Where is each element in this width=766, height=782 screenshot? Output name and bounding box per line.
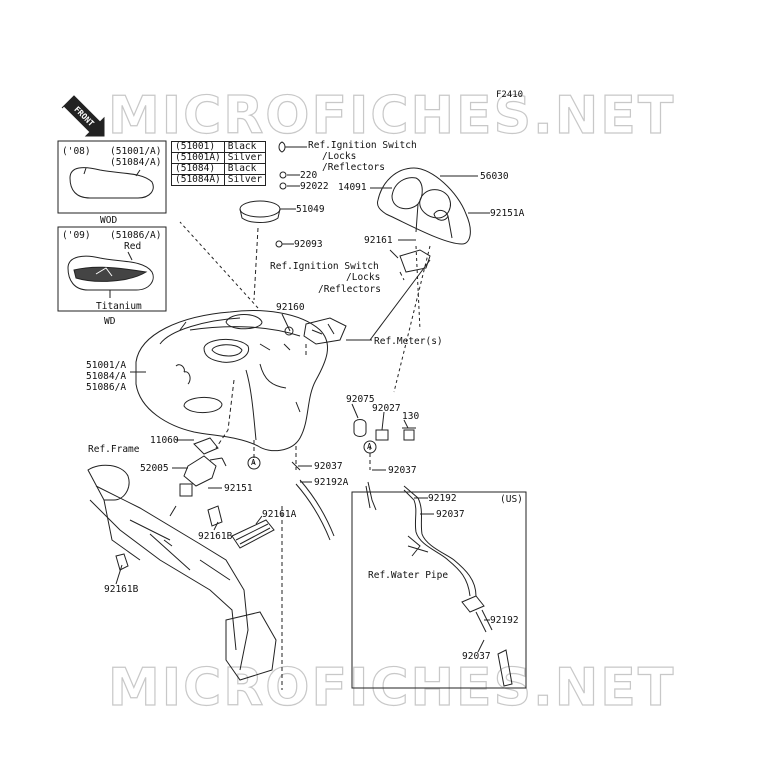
ref-ignition-2-line3: /Reflectors [318, 284, 381, 295]
circle-a-label-2: A [367, 442, 372, 451]
part-11060: 11060 [150, 435, 179, 446]
part-14091: 14091 [338, 182, 367, 193]
part-52005: 52005 [140, 463, 169, 474]
variant-09-color-bottom: Titanium [96, 301, 142, 312]
part-92037-a: 92037 [314, 461, 343, 472]
part-92192A: 92192A [314, 477, 349, 488]
table-row: (51084A)Silver [171, 174, 267, 186]
tank-code-2: 51084/A [86, 371, 127, 382]
part-92037-b: 92037 [388, 465, 417, 476]
diagram-code: F2410 [496, 90, 524, 100]
table-row: (51001A)Silver [171, 152, 267, 164]
variant-08-year: ('08) [62, 146, 91, 157]
variant-09-color-top: Red [124, 241, 142, 252]
part-92161: 92161 [364, 235, 393, 246]
table-row: (51001)Black [171, 141, 267, 153]
part-92160: 92160 [276, 302, 305, 313]
variant-09-box [57, 226, 167, 312]
ref-ignition-1-line3: /Reflectors [322, 162, 385, 173]
ref-water-pipe-label: Ref.Water Pipe [368, 570, 449, 581]
us-box [351, 491, 527, 689]
watermark-top: MICROFICHES.NET [107, 85, 676, 146]
variant-08-code-2: (51084/A) [110, 157, 162, 168]
part-92161B-b: 92161B [104, 584, 139, 595]
frame [87, 464, 277, 681]
variant-08-caption: WOD [100, 215, 118, 226]
us-label: (US) [500, 494, 523, 505]
variant-08-box [57, 140, 167, 214]
ref-frame-label: Ref.Frame [88, 444, 140, 455]
part-92093: 92093 [294, 239, 323, 250]
tank-code-3: 51086/A [86, 382, 127, 393]
front-arrow-icon [61, 95, 105, 137]
variant-09-code: (51086/A) [110, 230, 162, 241]
part-92161B-a: 92161B [198, 531, 233, 542]
part-92151A: 92151A [490, 208, 525, 219]
meter-housing [377, 167, 471, 245]
part-130: 130 [402, 411, 420, 422]
part-92151: 92151 [224, 483, 253, 494]
part-92192-b: 92192 [490, 615, 519, 626]
part-56030: 56030 [480, 171, 509, 182]
fuel-tank [135, 310, 329, 452]
circle-a-label-1: A [251, 458, 256, 467]
part-92161A: 92161A [262, 509, 297, 520]
part-92192-a: 92192 [428, 493, 457, 504]
ref-ignition-1-line1: Ref.Ignition Switch [308, 140, 417, 151]
part-92037-c: 92037 [436, 509, 465, 520]
part-220: 220 [300, 170, 318, 181]
variant-08-code-1: (51001/A) [110, 146, 162, 157]
ref-ignition-2-line1: Ref.Ignition Switch [270, 261, 379, 272]
part-92027: 92027 [372, 403, 401, 414]
variant-09-caption: WD [104, 316, 116, 327]
part-92022: 92022 [300, 181, 329, 192]
ref-meter-label: Ref.Meter(s) [374, 336, 443, 347]
part-92075: 92075 [346, 394, 375, 405]
part-51049: 51049 [296, 204, 325, 215]
part-92037-d: 92037 [462, 651, 491, 662]
tank-code-1: 51001/A [86, 360, 127, 371]
ref-ignition-2-line2: /Locks [346, 272, 381, 283]
color-table: (51001)Black (51001A)Silver (51084)Black… [171, 141, 267, 186]
ref-ignition-1-line2: /Locks [322, 151, 357, 162]
table-row: (51084)Black [171, 163, 267, 175]
variant-09-year: ('09) [62, 230, 91, 241]
